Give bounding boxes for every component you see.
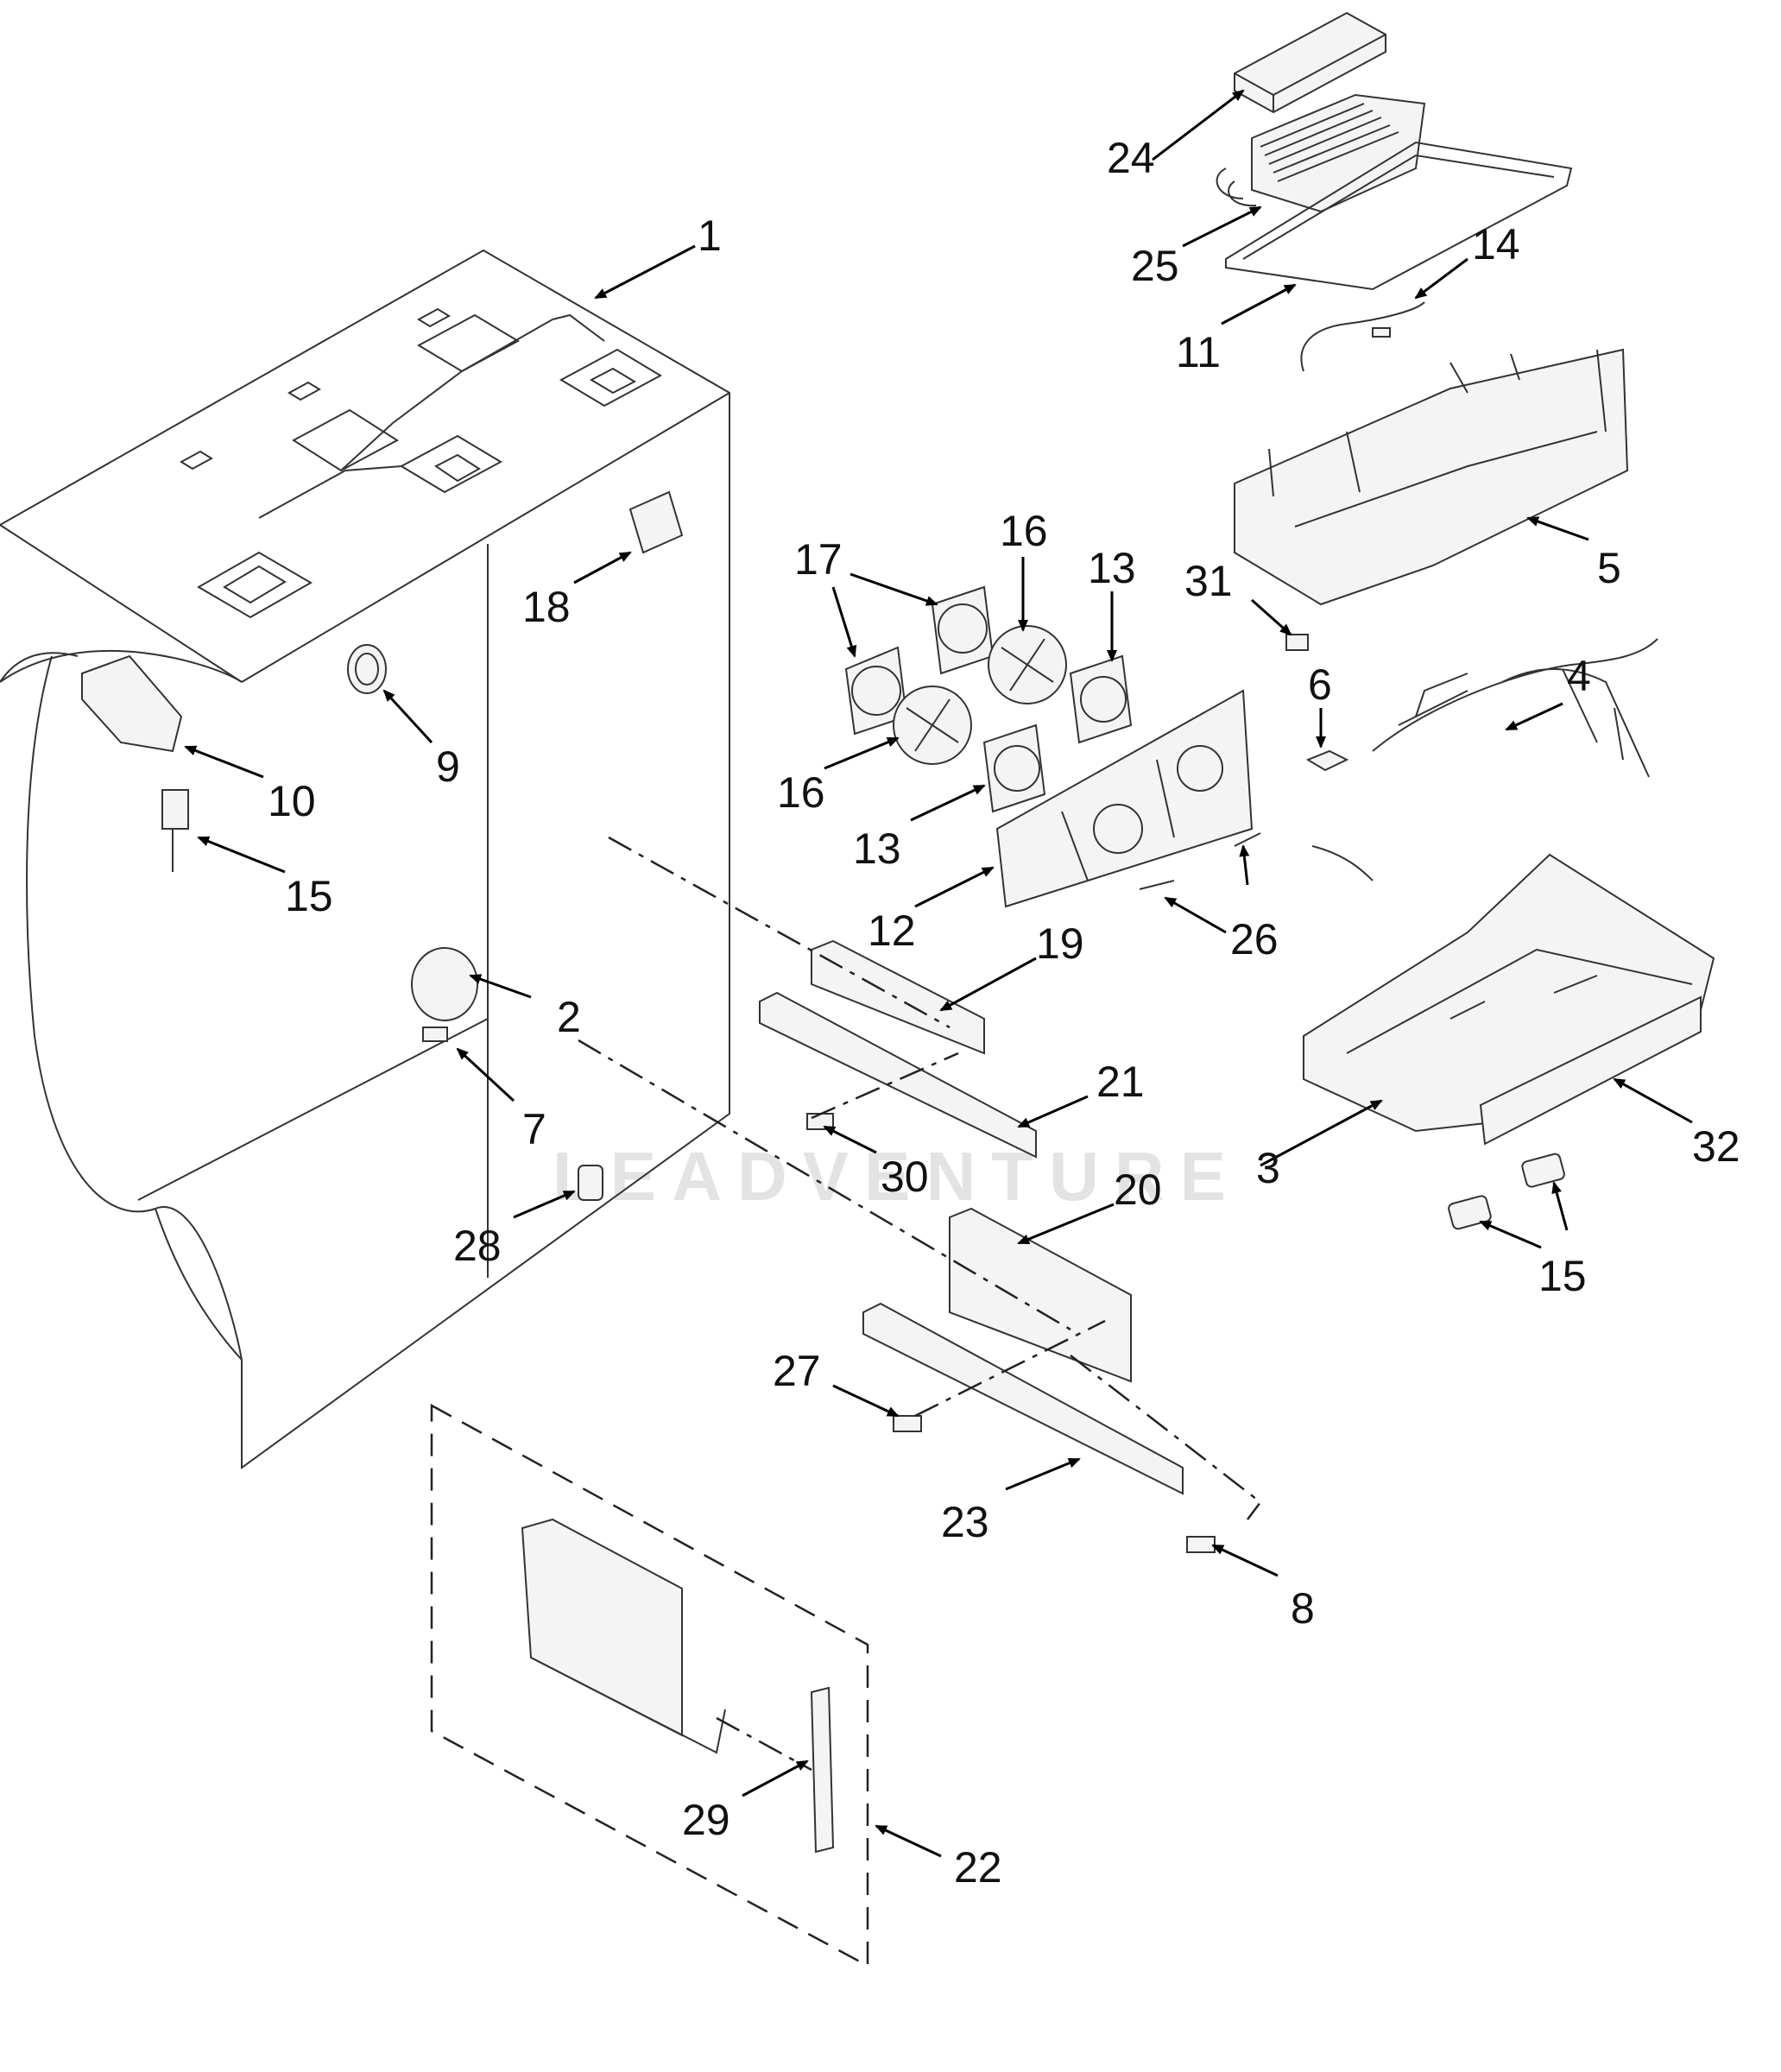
cabinet-liner-part [0, 249, 730, 1469]
callout-25: 25 [1131, 242, 1179, 290]
sensor-right-part [1448, 1153, 1565, 1230]
callout-15a: 15 [285, 872, 333, 920]
callout-26: 26 [1230, 915, 1279, 963]
leader-arrows [184, 89, 1693, 1858]
cover-strip-part [1479, 995, 1702, 1146]
callout-6: 6 [1308, 660, 1332, 709]
rail-23-part [862, 1302, 1184, 1495]
sensor-left-part [161, 789, 189, 872]
small-clip-part [1285, 634, 1309, 651]
gasket-part [1305, 749, 1349, 772]
callout-24: 24 [1107, 134, 1155, 182]
crisper-tray-part [1303, 853, 1715, 1133]
callout-10: 10 [268, 777, 316, 825]
air-duct-part [995, 689, 1254, 908]
callout-28: 28 [453, 1222, 502, 1270]
callout-5: 5 [1597, 544, 1621, 592]
alignment-lines [578, 836, 1262, 1772]
callout-16b: 16 [777, 768, 825, 817]
callout-19: 19 [1036, 919, 1084, 968]
rail-20-part [949, 1207, 1132, 1383]
callout-1: 1 [698, 212, 722, 260]
callout-3: 3 [1256, 1144, 1280, 1192]
grommet-part [347, 644, 387, 694]
callout-22: 22 [954, 1843, 1002, 1892]
evaporator-coil-part [1216, 93, 1426, 213]
callout-16a: 16 [1000, 507, 1048, 555]
rail-21-part [759, 991, 1037, 1159]
screw-7-part [422, 1027, 448, 1042]
ice-housing-part [1234, 348, 1629, 606]
cap-28-part [578, 1165, 603, 1201]
screw-30-part [806, 1113, 834, 1130]
callout-17: 17 [794, 535, 843, 584]
callout-4: 4 [1567, 652, 1591, 700]
screw-27-part [893, 1415, 922, 1432]
callout-15b: 15 [1538, 1252, 1587, 1300]
callout-32: 32 [1692, 1122, 1740, 1171]
callout-labels: 1 24 25 14 11 5 31 6 4 17 16 13 16 13 12… [268, 134, 1740, 1892]
callout-13b: 13 [853, 824, 901, 873]
screw-8-part [1186, 1536, 1216, 1553]
fan-housing-17-part [844, 585, 995, 736]
vent-cover-part [411, 947, 478, 1021]
drawer-assembly-part [430, 1403, 869, 1968]
callout-8: 8 [1291, 1584, 1315, 1633]
callout-29: 29 [682, 1796, 730, 1844]
callout-27: 27 [773, 1347, 821, 1395]
rail-19-part [811, 939, 985, 1055]
fan-motor-16-part [893, 625, 1067, 765]
callout-2: 2 [557, 993, 581, 1041]
callout-18: 18 [522, 583, 571, 631]
fan-shroud-13-part [982, 654, 1133, 813]
pin-26-part [1139, 832, 1261, 890]
air-filter-part [628, 490, 684, 554]
callout-11: 11 [1176, 328, 1221, 376]
callout-12: 12 [868, 906, 916, 955]
callout-31: 31 [1184, 557, 1233, 605]
drain-pan-part [1225, 141, 1573, 291]
callout-7: 7 [522, 1105, 546, 1153]
callout-30: 30 [881, 1153, 929, 1201]
callout-20: 20 [1114, 1166, 1162, 1214]
callout-23: 23 [941, 1498, 989, 1546]
watermark-text: LEADVENTURE [553, 1138, 1241, 1215]
wire-harness-part [1311, 638, 1658, 881]
dispenser-part [81, 654, 183, 753]
callout-14: 14 [1472, 220, 1520, 268]
callout-21: 21 [1096, 1058, 1145, 1106]
defrost-heater-part [1300, 301, 1425, 372]
callout-13a: 13 [1088, 544, 1136, 592]
callout-9: 9 [436, 742, 460, 791]
